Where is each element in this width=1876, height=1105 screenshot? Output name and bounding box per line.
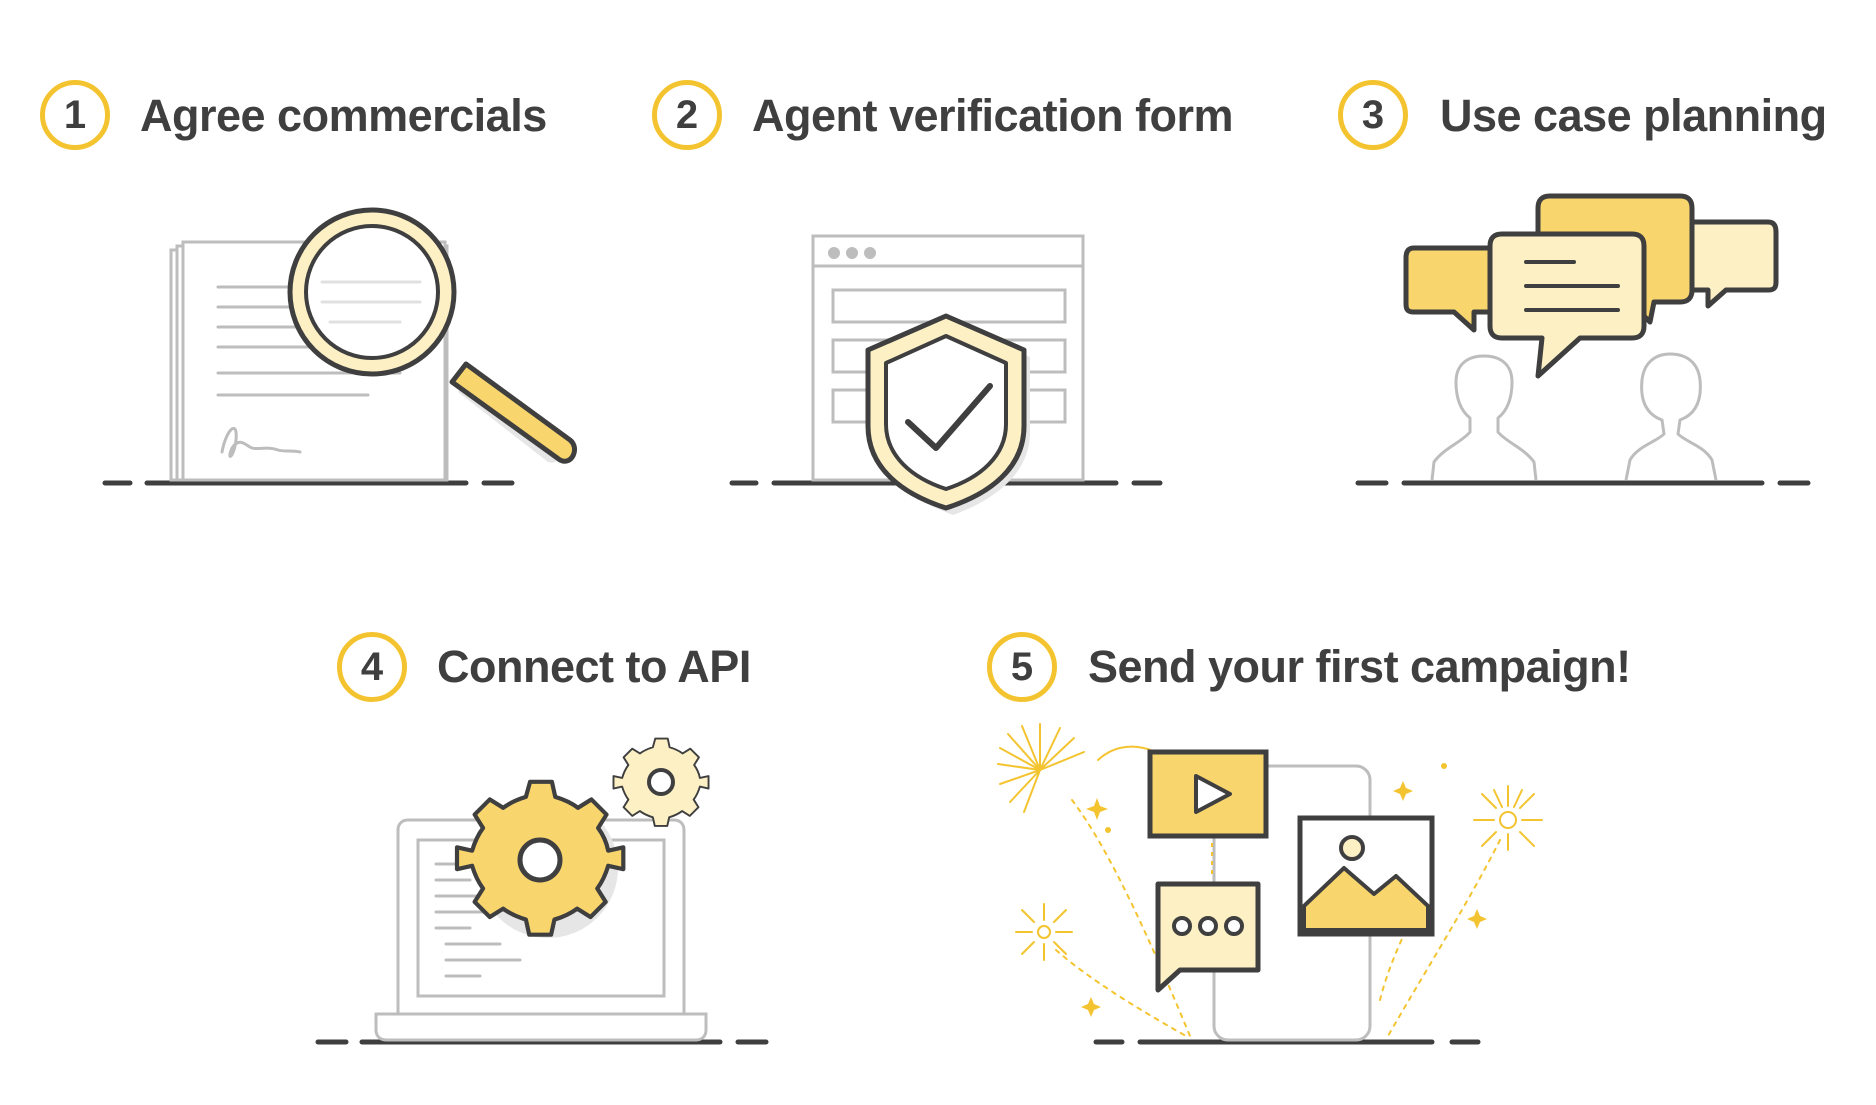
- step-number-badge: 1: [40, 80, 110, 150]
- step-number: 4: [360, 644, 384, 689]
- step-number-badge: 2: [652, 80, 722, 150]
- step-title: Connect to API: [437, 641, 751, 692]
- step-number: 1: [63, 92, 87, 137]
- step-number-badge: 4: [337, 632, 407, 702]
- contract-magnifier-icon: [102, 207, 577, 486]
- step-title: Agent verification form: [752, 90, 1234, 141]
- step-title: Send your first campaign!: [1088, 641, 1631, 692]
- step-title: Agree commercials: [140, 90, 547, 141]
- laptop-gears-icon: [315, 737, 769, 1045]
- step-number-badge: 3: [1338, 80, 1408, 150]
- form-shield-check-icon: [729, 234, 1163, 515]
- phone-media-fireworks-icon: [997, 723, 1543, 1045]
- step-number-badge: 5: [987, 632, 1057, 702]
- step-number: 5: [1010, 644, 1034, 689]
- step-number: 3: [1361, 92, 1385, 137]
- step-title: Use case planning: [1440, 90, 1827, 141]
- step-number: 2: [675, 92, 699, 137]
- people-speech-bubbles-icon: [1355, 193, 1811, 486]
